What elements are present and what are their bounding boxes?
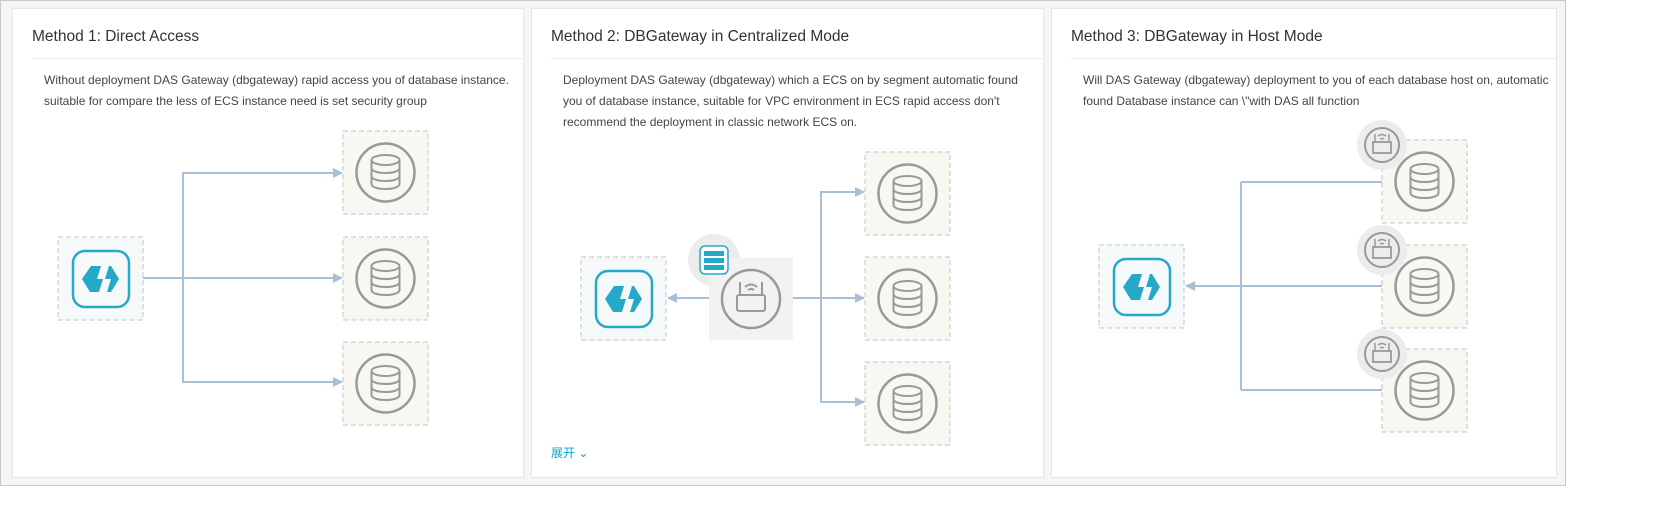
method-title: Method 2: DBGateway in Centralized Mode xyxy=(551,28,850,45)
host-mode-diagram xyxy=(1097,119,1469,434)
direct-access-diagram xyxy=(56,129,430,427)
router-icon xyxy=(1356,328,1408,380)
divider xyxy=(1071,58,1556,59)
centralized-mode-diagram xyxy=(579,150,952,447)
expand-label: 展开 xyxy=(551,446,576,460)
method-title: Method 3: DBGateway in Host Mode xyxy=(1071,28,1323,45)
method-description: Deployment DAS Gateway (dbgateway) which… xyxy=(563,73,1018,129)
database-icon xyxy=(341,129,430,216)
router-icon xyxy=(720,268,782,330)
database-icon xyxy=(863,360,952,447)
divider xyxy=(551,58,1043,59)
dbgateway-icon xyxy=(1097,243,1186,330)
database-icon xyxy=(341,235,430,322)
database-icon xyxy=(341,340,430,427)
deployment-methods-container: Method 1: Direct Access Without deployme… xyxy=(0,0,1566,486)
dbgateway-icon xyxy=(56,235,145,322)
method-3-card[interactable]: Method 3: DBGateway in Host Mode Will DA… xyxy=(1051,8,1557,478)
method-description: Will DAS Gateway (dbgateway) deployment … xyxy=(1083,73,1549,108)
dbgateway-icon xyxy=(579,255,668,342)
method-title: Method 1: Direct Access xyxy=(32,28,200,45)
expand-link[interactable]: 展开 ⌄ xyxy=(551,444,588,461)
divider xyxy=(32,58,523,59)
server-icon xyxy=(699,245,729,275)
database-icon xyxy=(863,255,952,342)
method-2-card[interactable]: Method 2: DBGateway in Centralized Mode … xyxy=(531,8,1044,478)
router-icon xyxy=(1356,224,1408,276)
method-description: Without deployment DAS Gateway (dbgatewa… xyxy=(44,73,509,108)
chevron-down-icon: ⌄ xyxy=(578,446,589,460)
router-icon xyxy=(1356,119,1408,171)
database-icon xyxy=(863,150,952,237)
method-1-card[interactable]: Method 1: Direct Access Without deployme… xyxy=(12,8,524,478)
